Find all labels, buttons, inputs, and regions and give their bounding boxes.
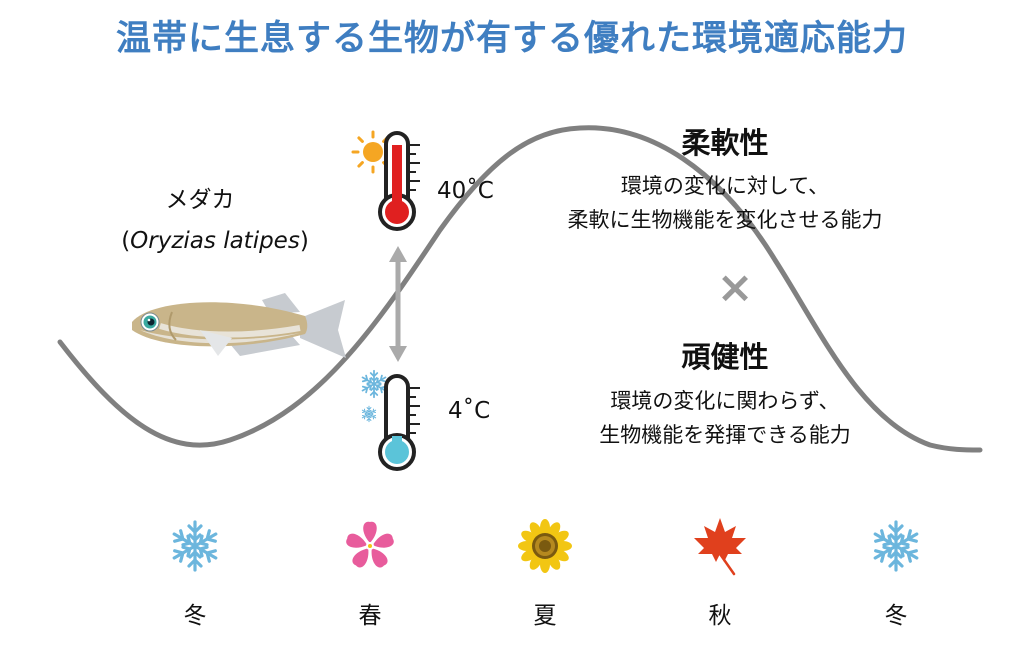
season-label-autumn: 秋	[708, 603, 732, 629]
snowflake-icon	[875, 522, 917, 570]
temperature-range-arrow	[389, 246, 407, 362]
page-title: 温帯に生息する生物が有する優れた環境適応能力	[115, 19, 908, 59]
robustness-description: 環境の変化に関わらず、 生物機能を発揮できる能力	[510, 384, 940, 452]
times-symbol: ×	[716, 262, 754, 313]
sunflower-icon	[518, 519, 572, 573]
maple-leaf-icon	[694, 518, 746, 576]
robustness-heading: 頑健性	[681, 340, 769, 374]
cold-thermometer-icon	[378, 374, 420, 471]
snowflake-icon	[363, 371, 386, 397]
flexibility-line-2: 柔軟に生物機能を変化させる能力	[567, 208, 883, 232]
season-label-winter-2: 冬	[884, 603, 908, 629]
season-label-spring: 春	[358, 603, 382, 629]
flexibility-line-1: 環境の変化に対して、	[620, 174, 830, 198]
medaka-fish-illustration	[132, 293, 346, 358]
flexibility-heading: 柔軟性	[681, 126, 769, 160]
fish-common-name: メダカ	[165, 187, 235, 213]
robustness-line-2: 生物機能を発揮できる能力	[599, 423, 851, 447]
season-label-summer: 夏	[533, 603, 557, 629]
snowflake-icon	[362, 406, 375, 421]
flexibility-description: 環境の変化に対して、 柔軟に生物機能を変化させる能力	[510, 169, 940, 237]
seasonal-temperature-curve	[57, 125, 983, 453]
low-temperature-label: 4˚C	[448, 398, 491, 424]
robustness-line-1: 環境の変化に関わらず、	[610, 389, 840, 413]
high-temperature-label: 40˚C	[437, 178, 494, 204]
sakura-flower-icon	[346, 521, 394, 568]
hot-thermometer-icon	[378, 131, 420, 231]
snowflake-icon	[174, 522, 216, 570]
season-label-winter: 冬	[183, 603, 207, 629]
fish-scientific-name: (Oryzias latipes)	[121, 228, 309, 254]
